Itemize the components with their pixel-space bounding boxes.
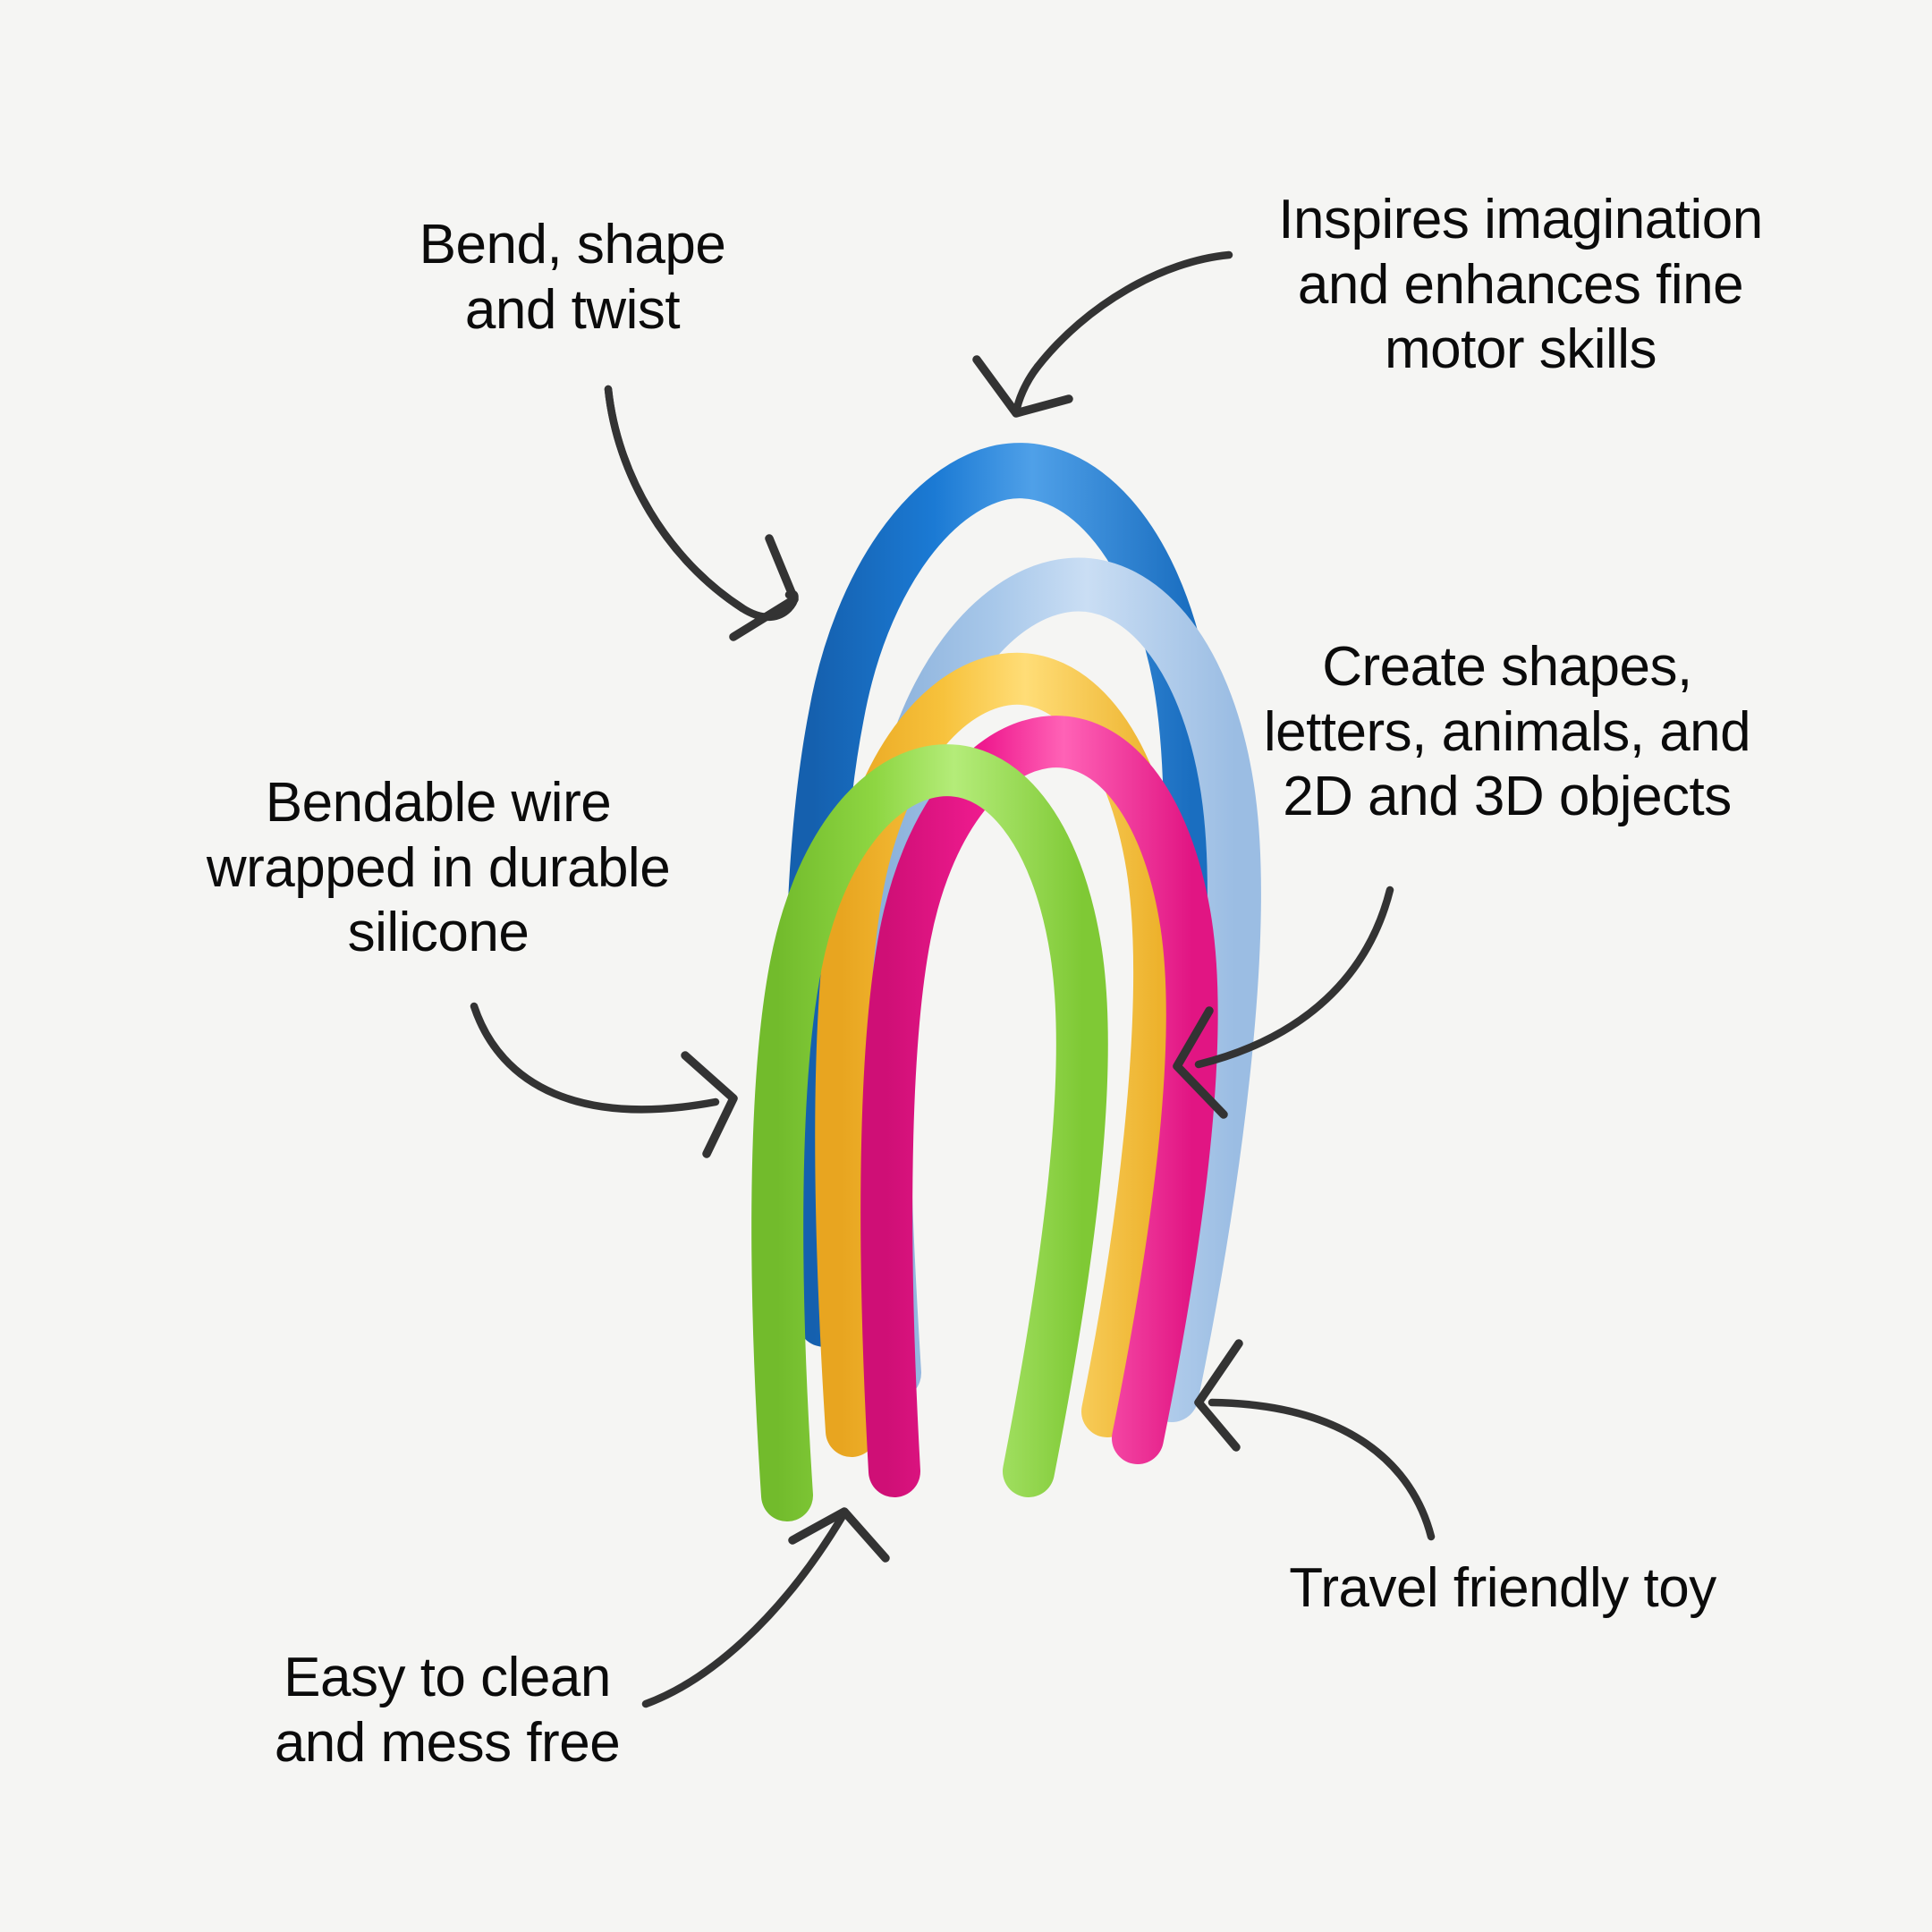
stick-magenta xyxy=(860,716,1218,1497)
callout-bend-shape-twist: Bend, shape and twist xyxy=(419,214,726,341)
callout-inspires-imagination: Inspires imagination and enhances fine m… xyxy=(1278,189,1763,381)
callout-create-shapes: Create shapes, letters, animals, and 2D … xyxy=(1263,636,1751,828)
arrow-create-shapes xyxy=(1173,886,1394,1119)
arrow-travel-friendly xyxy=(1194,1339,1436,1541)
arrow-bend-shape-twist xyxy=(604,385,799,641)
callout-travel-friendly: Travel friendly toy xyxy=(1289,1557,1716,1619)
arrow-easy-to-clean xyxy=(641,1507,890,1708)
stick-green xyxy=(751,744,1108,1521)
stick-yellow xyxy=(815,652,1185,1457)
arrow-inspires xyxy=(972,250,1233,418)
arrow-bendable-wire xyxy=(470,1002,738,1158)
callout-easy-to-clean: Easy to clean and mess free xyxy=(274,1647,621,1774)
callout-bendable-wire: Bendable wire wrapped in durable silicon… xyxy=(206,772,671,964)
